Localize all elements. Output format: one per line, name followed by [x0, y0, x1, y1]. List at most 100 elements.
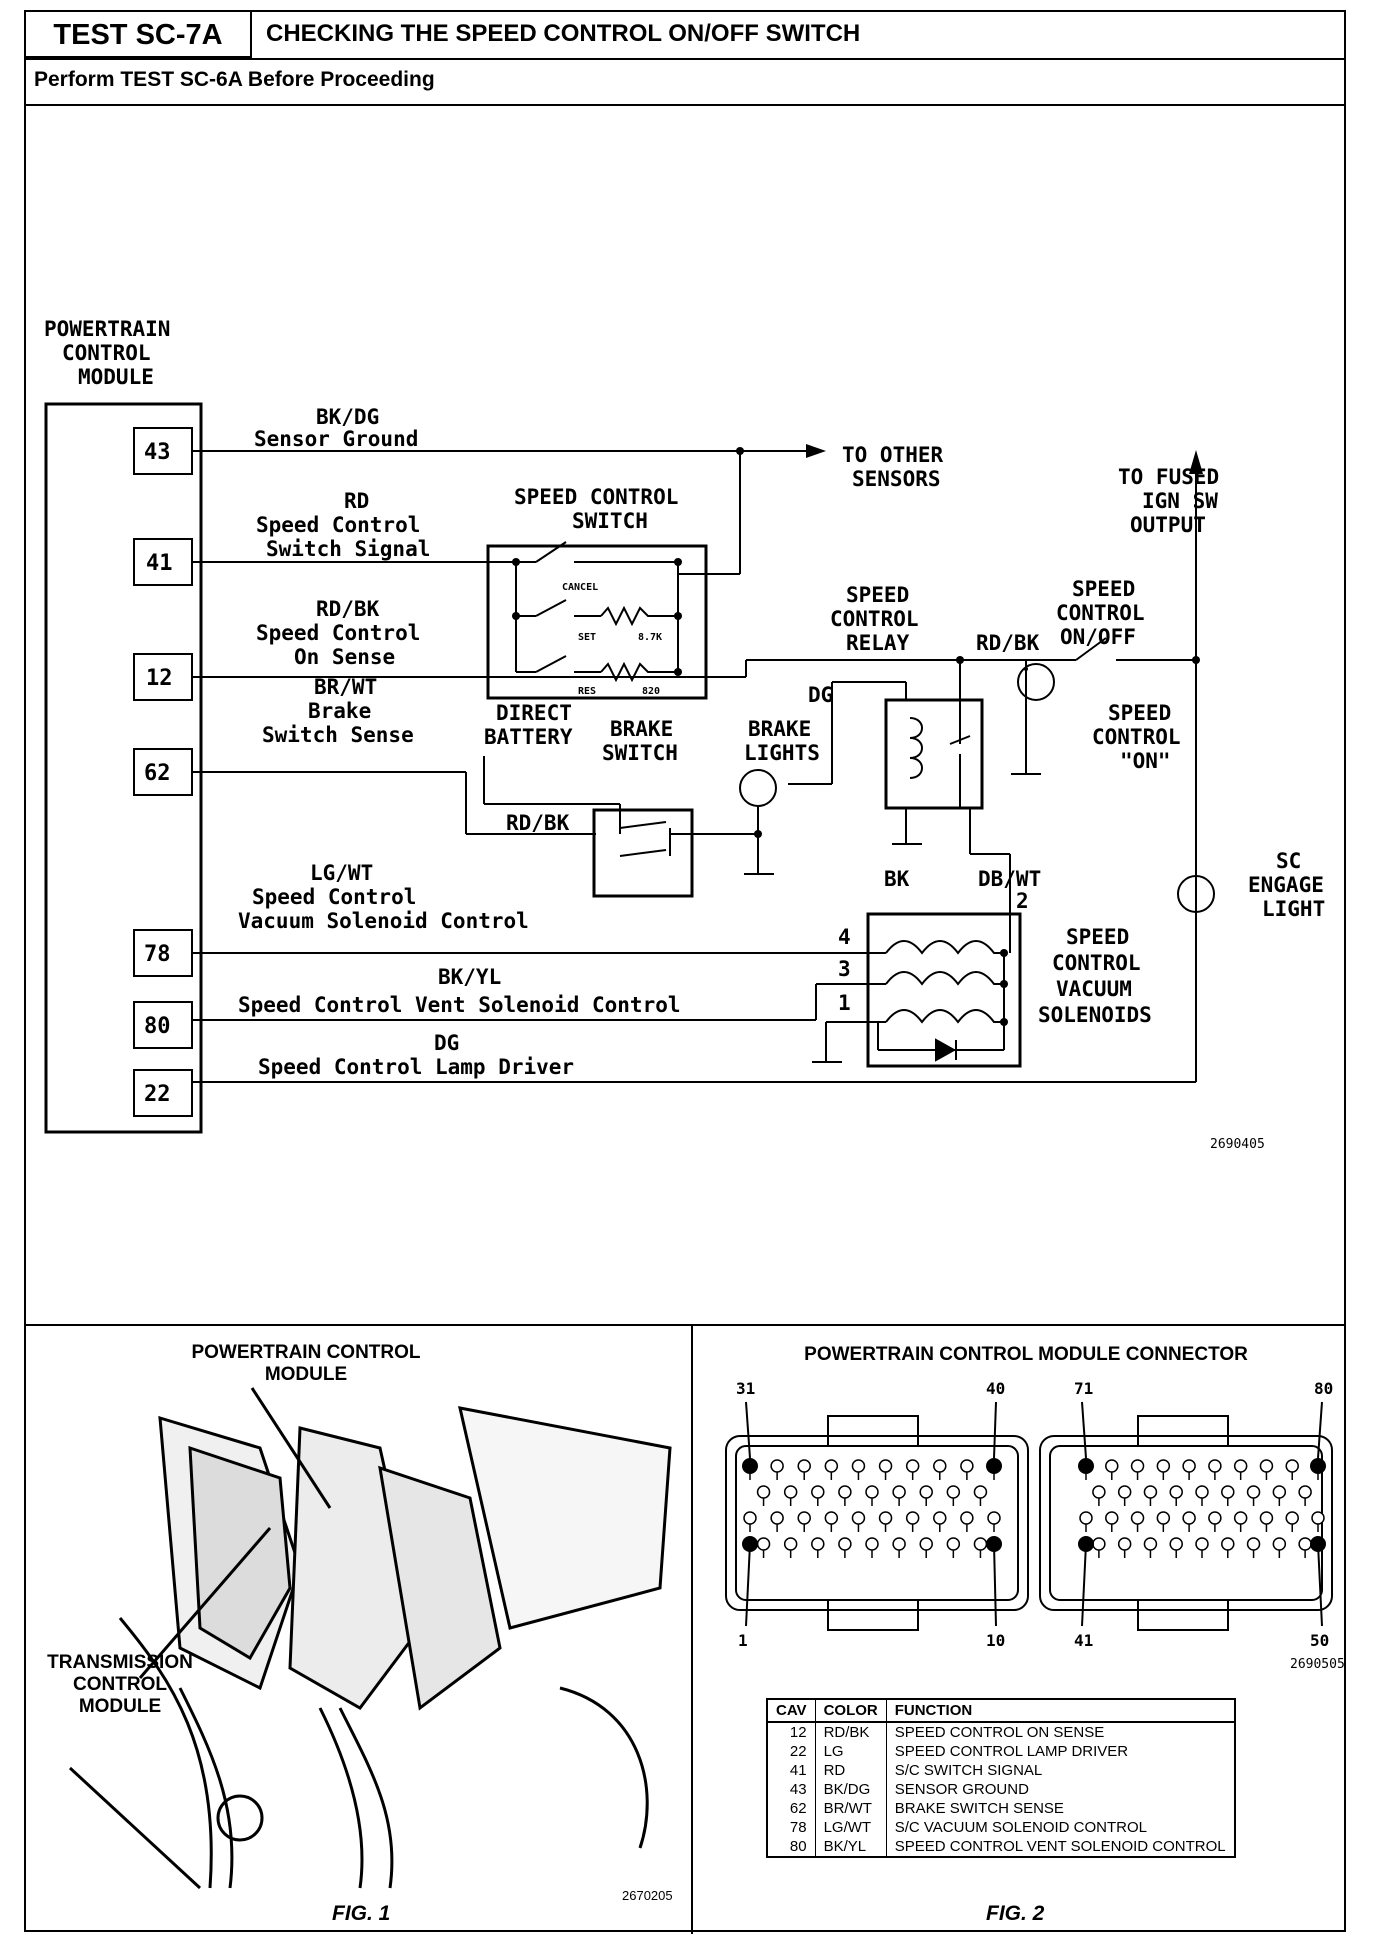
sc-engage-2: ENGAGE [1248, 873, 1324, 897]
pcm-label-1: POWERTRAIN [44, 317, 170, 341]
connector-cavity [1079, 1511, 1093, 1525]
connector-cavity [1285, 1459, 1299, 1473]
connector-cavity [1092, 1485, 1106, 1499]
wire-78-desc-2: Vacuum Solenoid Control [238, 909, 529, 933]
wire-43-desc: Sensor Ground [254, 427, 418, 451]
connector-cavity [1208, 1511, 1222, 1525]
fig1-ref: 2670205 [622, 1888, 673, 1903]
connector-cavity [811, 1485, 825, 1499]
table-header-color: COLOR [815, 1699, 887, 1723]
connector-cavity [1259, 1511, 1274, 1525]
connector-cavity [1311, 1511, 1325, 1525]
connector-cavity [743, 1511, 757, 1525]
fig2-title: POWERTRAIN CONTROL MODULE CONNECTOR [804, 1344, 1248, 1365]
connector-cavity [1259, 1459, 1274, 1473]
on-lamp-label-1: SPEED [1108, 701, 1171, 725]
pin-78: 78 [144, 942, 171, 967]
wire-12-color: RD/BK [316, 597, 380, 621]
to-fused-1: TO FUSED [1118, 465, 1219, 489]
connector-cavity [973, 1485, 988, 1499]
speed-control-relay [884, 698, 984, 810]
switch-label-1: SPEED CONTROL [514, 485, 678, 509]
connector-cavity [1298, 1537, 1312, 1551]
conn-pin-1: 1 [738, 1631, 748, 1650]
wiring-diagram: POWERTRAIN CONTROL MODULE 43 41 12 62 78… [44, 317, 1325, 1152]
connector-cavity [1105, 1459, 1119, 1473]
connector-cavity [1195, 1485, 1209, 1499]
pcm-label-2: CONTROL [62, 341, 151, 365]
connector-cavity [987, 1511, 1001, 1525]
fig2-caption: FIG. 2 [986, 1902, 1045, 1925]
connector-cavity [797, 1511, 811, 1525]
conn-pin-40: 40 [986, 1379, 1005, 1398]
connector-cavity [838, 1537, 852, 1551]
wire-22-desc: Speed Control Lamp Driver [258, 1055, 574, 1079]
connector-cavity [851, 1459, 866, 1473]
wire-80-color: BK/YL [438, 965, 501, 989]
switch-r2: 820 [642, 686, 660, 697]
wire-80-desc: Speed Control Vent Solenoid Control [238, 993, 681, 1017]
brake-switch-1: BRAKE [610, 717, 673, 741]
to-fused-3: OUTPUT [1130, 513, 1206, 537]
connector-cavity [1169, 1485, 1183, 1499]
connector-cavity [946, 1537, 961, 1551]
connector-cavity [1208, 1459, 1222, 1473]
prerequisite-note: Perform TEST SC-6A Before Proceeding [34, 68, 435, 91]
figure-divider [691, 1326, 693, 1934]
relay-label-2: CONTROL [830, 607, 919, 631]
connector-cavity [838, 1485, 852, 1499]
connector-cavity [1169, 1537, 1183, 1551]
test-title: CHECKING THE SPEED CONTROL ON/OFF SWITCH [266, 20, 861, 47]
pin-12: 12 [146, 666, 173, 691]
conn-pin-31: 31 [736, 1379, 755, 1398]
brake-lights-lamp [739, 769, 777, 807]
speed-control-on-lamp [1017, 663, 1055, 701]
connector-cavity [783, 1485, 798, 1499]
connector-cavity [892, 1537, 906, 1551]
connector-cavity [1182, 1459, 1196, 1473]
direct-battery-2: BATTERY [484, 725, 573, 749]
wire-78-desc-1: Speed Control [252, 885, 416, 909]
wire-62-color: BR/WT [314, 675, 377, 699]
connector-cavity [1246, 1485, 1261, 1499]
sol-pin-1: 1 [838, 991, 851, 1015]
sc-engage-3: LIGHT [1262, 897, 1325, 921]
relay-label-1: SPEED [846, 583, 909, 607]
pin-22: 22 [144, 1082, 171, 1107]
wire-41-color: RD [344, 489, 369, 513]
solenoid-label-3: VACUUM [1056, 977, 1132, 1001]
conn-pin-41: 41 [1074, 1631, 1093, 1650]
connector-cavity [905, 1511, 920, 1525]
connector-cavity [756, 1537, 771, 1551]
connector-cavity [1221, 1485, 1235, 1499]
connector-cavity [1182, 1511, 1196, 1525]
connector-cavity [933, 1511, 947, 1525]
connector-cavity [865, 1485, 879, 1499]
switch-cancel: CANCEL [562, 582, 598, 593]
onoff-label-3: ON/OFF [1060, 625, 1136, 649]
connector-cavity [973, 1537, 988, 1551]
on-lamp-label-3: "ON" [1120, 749, 1171, 773]
switch-r1: 8.7K [638, 632, 662, 643]
fig2-ref: 2690505 [1290, 1657, 1345, 1672]
connector-cavity [797, 1459, 811, 1473]
connector-cavity [1156, 1459, 1171, 1473]
wire-12-desc-2: On Sense [294, 645, 395, 669]
conn-pin-80: 80 [1314, 1379, 1333, 1398]
wire-62-desc-1: Brake [308, 699, 371, 723]
speed-control-switch [486, 544, 708, 700]
wire-43-color: BK/DG [316, 405, 379, 429]
test-page: TEST SC-7A CHECKING THE SPEED CONTROL ON… [24, 10, 1346, 1934]
bk-label: BK [884, 867, 910, 891]
connector-cavity [851, 1511, 866, 1525]
connector-cavity [756, 1485, 771, 1499]
pin-62: 62 [144, 761, 171, 786]
